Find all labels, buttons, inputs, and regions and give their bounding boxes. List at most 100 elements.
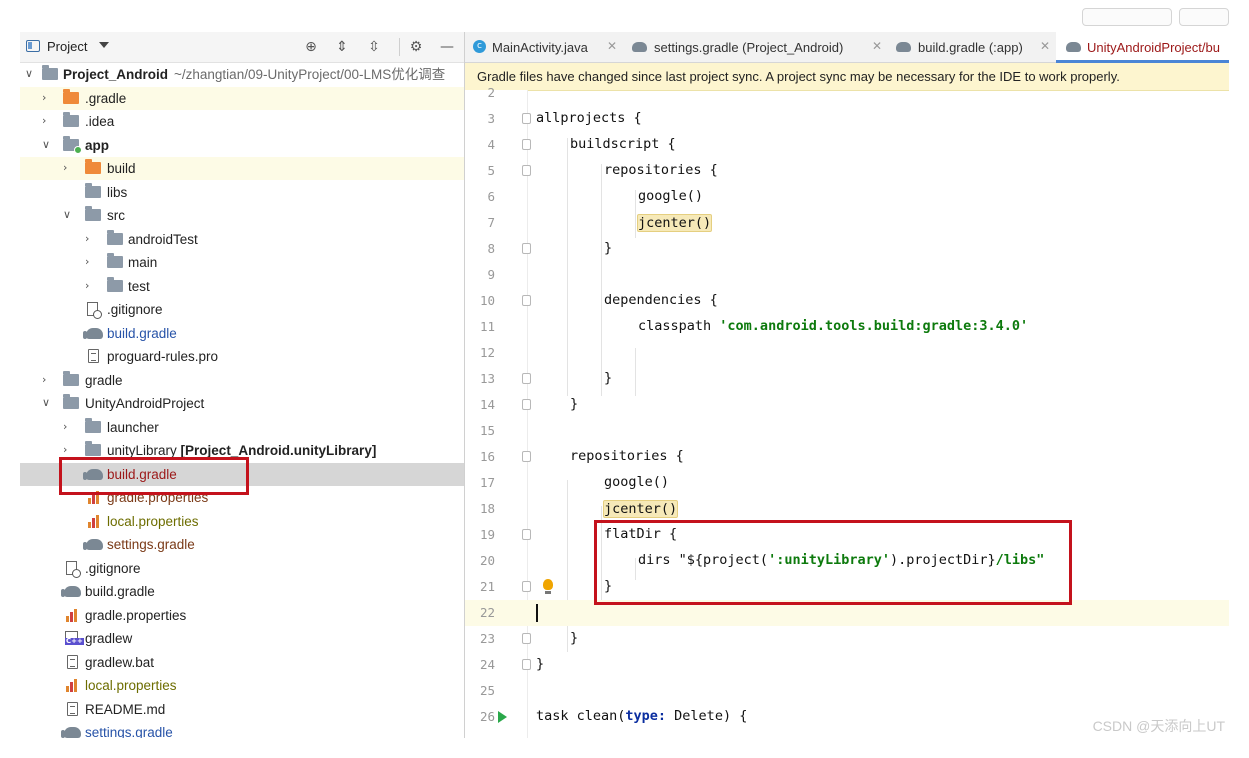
tree-item-unity-settings-gradle[interactable]: settings.gradle <box>20 533 464 556</box>
code-line: 11 classpath 'com.android.tools.build:gr… <box>465 314 1229 340</box>
tree-item-launcher[interactable]: › launcher <box>20 416 464 439</box>
chevron-down-icon[interactable]: ∨ <box>25 67 34 80</box>
gradle-sync-notification: Gradle files have changed since last pro… <box>465 63 1229 91</box>
chevron-right-icon[interactable]: › <box>85 255 90 268</box>
close-icon[interactable]: ✕ <box>872 39 883 53</box>
run-icon[interactable] <box>498 711 507 723</box>
tree-item-src[interactable]: ∨ src <box>20 204 464 227</box>
fold-marker-icon[interactable] <box>522 139 531 150</box>
expand-all-icon[interactable]: ⇕ <box>336 39 348 55</box>
tree-item-unityandroidproject[interactable]: ∨ UnityAndroidProject <box>20 392 464 415</box>
code-text: ).projectDir} <box>889 552 996 568</box>
tree-item-label: main <box>128 255 158 270</box>
chevron-down-icon[interactable] <box>99 42 109 48</box>
collapse-all-icon[interactable]: ⇳ <box>368 39 380 55</box>
fold-marker-icon[interactable] <box>522 581 531 592</box>
tree-item-gradle[interactable]: › gradle <box>20 369 464 392</box>
tree-item-gradle-dir[interactable]: › .gradle <box>20 87 464 110</box>
fold-marker-icon[interactable] <box>522 659 531 670</box>
line-number: 17 <box>479 475 495 490</box>
code-line: 7 jcenter() <box>465 210 1229 236</box>
tree-item-root-gradle-properties[interactable]: gradle.properties <box>20 604 464 627</box>
fold-marker-icon[interactable] <box>522 295 531 306</box>
code-text: google() <box>604 474 670 490</box>
line-number: 23 <box>479 631 495 646</box>
project-view-selector[interactable]: Project <box>47 39 88 54</box>
fold-marker-icon[interactable] <box>522 399 531 410</box>
line-number: 24 <box>479 657 495 672</box>
hide-panel-icon[interactable]: — <box>440 39 454 55</box>
chevron-right-icon[interactable]: › <box>42 373 47 386</box>
tree-item-libs[interactable]: libs <box>20 181 464 204</box>
code-text: Delete) { <box>666 708 748 724</box>
tree-item-label: proguard-rules.pro <box>107 349 219 364</box>
chevron-right-icon[interactable]: › <box>63 420 68 433</box>
close-icon[interactable]: ✕ <box>607 39 618 53</box>
tree-item-idea[interactable]: › .idea <box>20 110 464 133</box>
tab-label: MainActivity.java <box>492 40 588 55</box>
tab-mainactivity[interactable]: c MainActivity.java ✕ <box>465 32 622 62</box>
chevron-down-icon[interactable]: ∨ <box>42 396 51 409</box>
tree-item-root-build-gradle[interactable]: build.gradle <box>20 580 464 603</box>
folder-icon <box>63 112 80 128</box>
tree-item-app-gitignore[interactable]: .gitignore <box>20 298 464 321</box>
tree-item-root-local-properties[interactable]: local.properties <box>20 674 464 697</box>
tree-item-unity-build-gradle[interactable]: build.gradle <box>20 463 464 486</box>
tree-item-unitylibrary[interactable]: › unityLibrary [Project_Android.unityLib… <box>20 439 464 462</box>
line-number: 11 <box>479 319 495 334</box>
tree-item-app-build[interactable]: › build <box>20 157 464 180</box>
tree-item-project-root[interactable]: ∨ Project_Android~/zhangtian/09-UnityPro… <box>20 63 464 86</box>
tree-item-label: README.md <box>85 702 166 717</box>
tree-item-app[interactable]: ∨ app <box>20 134 464 157</box>
fold-marker-icon[interactable] <box>522 451 531 462</box>
tree-item-gradlew-bat[interactable]: gradlew.bat <box>20 651 464 674</box>
code-text: } <box>570 630 579 646</box>
fold-marker-icon[interactable] <box>522 633 531 644</box>
fold-marker-icon[interactable] <box>522 529 531 540</box>
folder-icon <box>85 418 102 434</box>
tree-item-label: app <box>85 138 110 153</box>
line-number: 12 <box>479 345 495 360</box>
tree-item-readme[interactable]: README.md <box>20 698 464 721</box>
project-panel: Project ⊕ ⇕ ⇳ ⚙ — ∨ Project_Android~/zha… <box>20 32 465 738</box>
line-number: 18 <box>479 501 495 516</box>
editor-tab-bar: c MainActivity.java ✕ settings.gradle (P… <box>465 32 1229 63</box>
folder-icon <box>85 159 102 175</box>
locate-icon[interactable]: ⊕ <box>305 39 317 55</box>
gear-icon[interactable]: ⚙ <box>409 39 423 55</box>
code-text: dirs <box>638 552 671 568</box>
tree-item-app-build-gradle[interactable]: build.gradle <box>20 322 464 345</box>
chevron-down-icon[interactable]: ∨ <box>63 208 72 221</box>
tab-settings-gradle[interactable]: settings.gradle (Project_Android) ✕ <box>622 32 886 62</box>
code-text-highlighted: jcenter() <box>603 500 679 518</box>
lightbulb-icon[interactable] <box>543 579 553 594</box>
chevron-right-icon[interactable]: › <box>63 443 68 456</box>
chevron-right-icon[interactable]: › <box>42 114 47 127</box>
tree-item-root-settings-gradle[interactable]: settings.gradle <box>20 721 464 738</box>
toolbar-button[interactable] <box>1082 8 1172 26</box>
chevron-right-icon[interactable]: › <box>85 232 90 245</box>
tree-item-root-gitignore[interactable]: .gitignore <box>20 557 464 580</box>
close-icon[interactable]: ✕ <box>1040 39 1051 53</box>
toolbar-button[interactable] <box>1179 8 1229 26</box>
chevron-down-icon[interactable]: ∨ <box>42 138 51 151</box>
chevron-right-icon[interactable]: › <box>63 161 68 174</box>
chevron-right-icon[interactable]: › <box>85 279 90 292</box>
fold-marker-icon[interactable] <box>522 113 531 124</box>
code-editor[interactable]: 2 3 allprojects { 4 buildscript { 5 repo… <box>465 85 1229 738</box>
tree-item-unity-local-properties[interactable]: local.properties <box>20 510 464 533</box>
line-number: 20 <box>479 553 495 568</box>
tree-item-test[interactable]: › test <box>20 275 464 298</box>
chevron-right-icon[interactable]: › <box>42 91 47 104</box>
tree-item-androidtest[interactable]: › androidTest <box>20 228 464 251</box>
fold-marker-icon[interactable] <box>522 373 531 384</box>
tree-item-main[interactable]: › main <box>20 251 464 274</box>
project-panel-header: Project ⊕ ⇕ ⇳ ⚙ — <box>20 32 464 63</box>
fold-marker-icon[interactable] <box>522 243 531 254</box>
tree-item-proguard[interactable]: proguard-rules.pro <box>20 345 464 368</box>
tab-build-gradle-app[interactable]: build.gradle (:app) ✕ <box>886 32 1056 62</box>
tree-item-gradlew[interactable]: C++ gradlew <box>20 627 464 650</box>
tab-unity-build-gradle[interactable]: UnityAndroidProject/bu <box>1056 32 1229 63</box>
code-line: 4 buildscript { <box>465 132 1229 158</box>
fold-marker-icon[interactable] <box>522 165 531 176</box>
